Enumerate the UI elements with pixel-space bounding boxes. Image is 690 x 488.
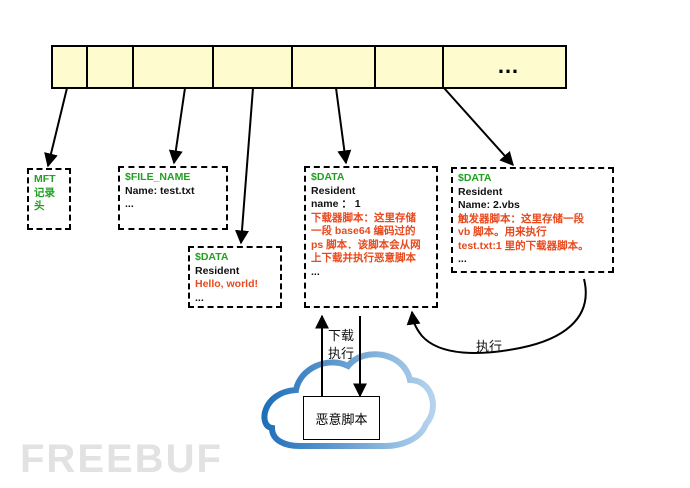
file-name-attribute-box: $FILE_NAME Name: test.txt ... [118,166,228,230]
data3-attr-name: Name: 2.vbs [458,199,520,211]
malicious-script-box: 恶意脚本 [303,396,380,440]
data1-attr-resident: Resident [195,264,240,277]
data3-attr-desc-2: vb 脚本。用来执行 [458,226,547,238]
arrow-to-mft-header [44,87,68,168]
label-download: 下载 [328,329,355,344]
data3-attr-resident: Resident [458,185,503,198]
data2-attr-more: ... [311,265,320,278]
mft-header-line-3: 头 [34,200,45,212]
download-execute-arrows [315,314,367,398]
malicious-script-label: 恶意脚本 [315,412,368,428]
arrow-execute-curve [406,278,587,354]
label-execute-curve: 执行 [476,340,503,355]
data3-attr-desc-3: test.txt:1 里的下载器脚本。 [458,239,589,252]
data-attribute-box-1: $DATA Resident Hello, world! ... [188,246,282,308]
data2-attr-resident: Resident [311,184,356,197]
data3-attr-type: $DATA [458,172,492,184]
data-attribute-box-3: $DATA Resident Name: 2.vbs 触发器脚本：这里存储一段 … [451,167,614,273]
pointer-arrows [44,87,514,245]
data1-attr-content: Hello, world! [195,278,258,290]
arrow-to-data-3 [443,87,514,167]
file-name-attr-name: Name: test.txt [125,184,195,197]
data3-attr-desc-1: 触发器脚本：这里存储一段 [458,212,584,225]
mft-header-line-2: 记录 [34,186,55,199]
data2-attr-desc-1: 下载器脚本：这里存储 [311,211,416,224]
mft-row-ellipsis: … [497,53,519,78]
data1-attr-more: ... [195,291,204,304]
data1-attr-type: $DATA [195,251,229,263]
arrow-to-data-2 [335,87,352,165]
mft-record-row: … [51,45,567,89]
data2-attr-desc-3: ps 脚本．该脚本会从网 [311,238,421,251]
watermark-logo: FREEBUF [20,437,223,481]
data2-attr-desc-4: 上下载并执行恶意脚本 [311,252,416,264]
data2-attr-name: name ： 1 [311,198,361,210]
data2-attr-type: $DATA [311,171,345,183]
data-attribute-box-2: $DATA Resident name ： 1 下载器脚本：这里存储 一段 ba… [304,166,438,308]
label-execute-vertical: 执行 [328,347,355,362]
arrow-to-file-name [168,87,186,165]
arrow-to-data-1 [234,87,254,245]
file-name-attr-more: ... [125,198,134,210]
data3-attr-more: ... [458,253,467,265]
mft-header-box: MFT 记录 头 [27,168,71,230]
mft-header-line-1: MFT [34,173,56,185]
file-name-attr-type: $FILE_NAME [125,171,191,183]
data2-attr-desc-2: 一段 base64 编码过的 [311,225,416,237]
